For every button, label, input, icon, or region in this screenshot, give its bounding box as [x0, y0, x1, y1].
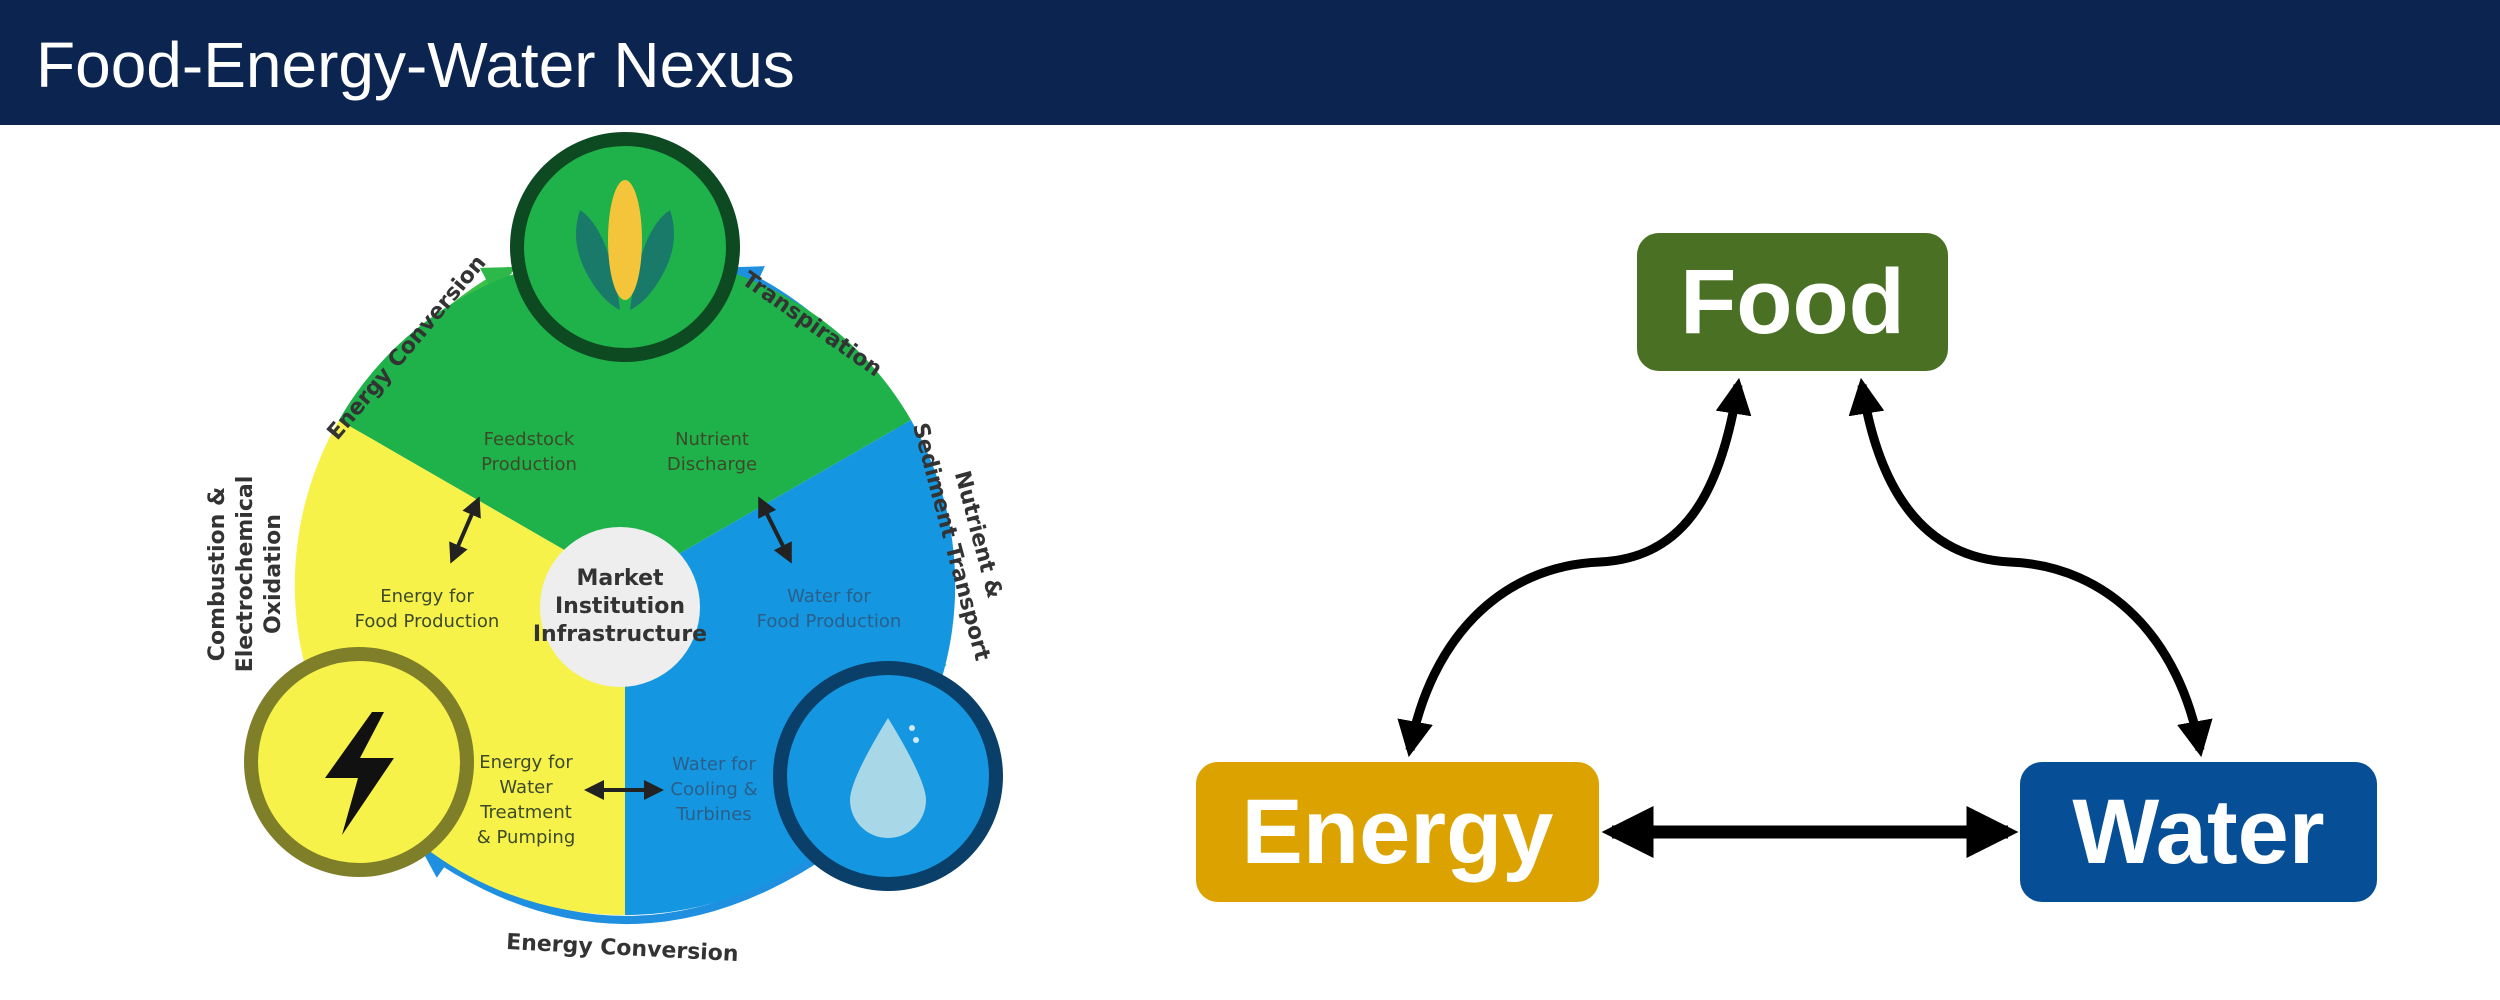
arrow-food-water	[1848, 377, 2213, 758]
food-node	[510, 132, 740, 362]
double-arrow-nutrient-water	[758, 496, 792, 564]
energy-node	[244, 647, 474, 877]
double-arrow-feedstock-energy	[449, 496, 481, 564]
arrow-food-energy	[1397, 377, 1752, 758]
water-box: Water	[2020, 762, 2377, 902]
water-node	[773, 661, 1003, 891]
page-title: Food-Energy-Water Nexus	[36, 29, 795, 101]
title-bar: Food-Energy-Water Nexus	[0, 0, 2500, 125]
center-circle	[540, 527, 700, 687]
water-drop-icon	[850, 718, 926, 838]
flow-label-energy-conversion-bottom: Energy Conversion	[506, 930, 740, 967]
lightning-bolt-icon	[325, 712, 394, 835]
corn-icon	[576, 180, 674, 310]
energy-box: Energy	[1196, 762, 1599, 902]
food-box: Food	[1637, 233, 1948, 371]
flow-arc-bottom	[419, 846, 833, 924]
